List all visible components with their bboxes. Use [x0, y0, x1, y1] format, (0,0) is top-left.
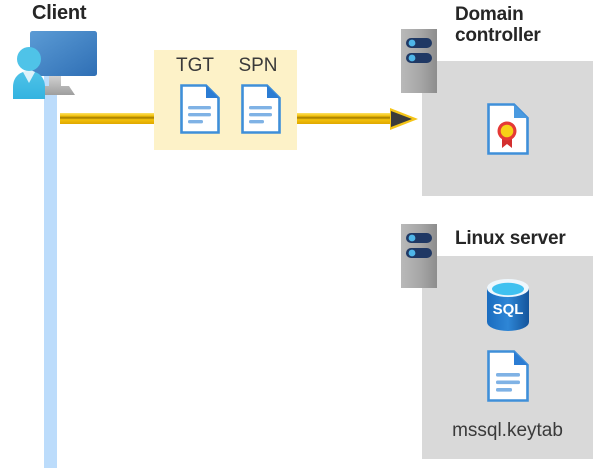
client-lifeline [44, 68, 57, 468]
keytab-filename-label: mssql.keytab [452, 420, 563, 441]
sql-database-icon: SQL [484, 278, 532, 337]
document-icon [487, 350, 529, 407]
document-icon [180, 84, 220, 139]
tgt-caption: TGT [176, 55, 214, 76]
sql-database-text: SQL [493, 301, 524, 318]
server-tower-icon [401, 224, 437, 293]
client-label: Client [32, 2, 87, 24]
linux-server-label: Linux server [455, 228, 566, 249]
document-icon [241, 84, 281, 139]
domain-controller-label-line2: controller [455, 25, 541, 47]
domain-controller-label-line1: Domain [455, 4, 524, 25]
server-tower-icon [401, 29, 437, 98]
user-monitor-icon [5, 26, 101, 105]
domain-controller-label: Domain controller [455, 4, 595, 47]
certificate-document-icon [487, 103, 529, 160]
spn-caption: SPN [238, 55, 278, 76]
